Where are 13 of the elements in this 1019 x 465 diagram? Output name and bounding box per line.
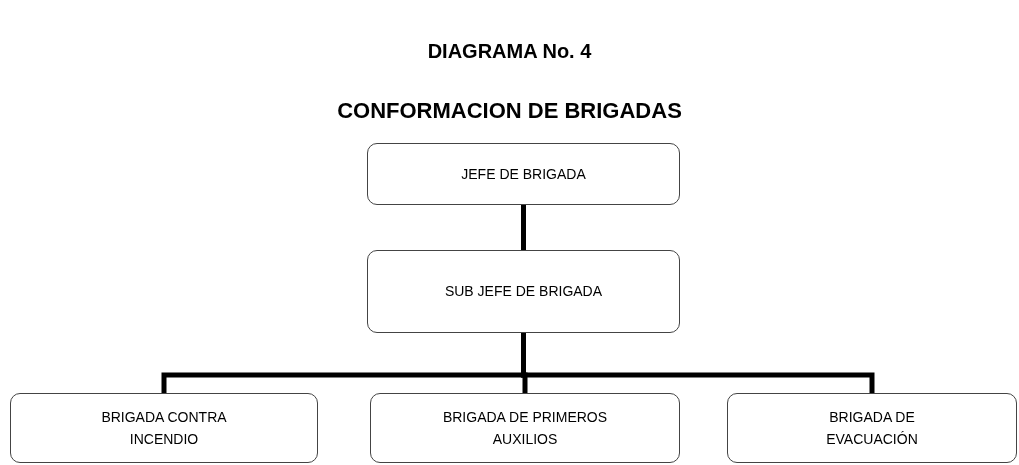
org-box	[367, 250, 680, 333]
diagram-subtitle: CONFORMACION DE BRIGADAS	[336, 98, 683, 124]
box-label: BRIGADA CONTRA INCENDIO	[100, 407, 228, 449]
connector-line	[521, 205, 526, 250]
box-label: SUB JEFE DE BRIGADA	[444, 282, 603, 302]
org-box	[727, 393, 1017, 463]
box-label: BRIGADA DE EVACUACIÓN	[825, 407, 919, 449]
org-box	[370, 393, 680, 463]
box-label: BRIGADA DE PRIMEROS AUXILIOS	[441, 407, 609, 449]
diagram-title: DIAGRAMA No. 4	[426, 40, 593, 63]
org-box	[10, 393, 318, 463]
box-label: JEFE DE BRIGADA	[461, 164, 586, 184]
org-box	[367, 143, 680, 205]
